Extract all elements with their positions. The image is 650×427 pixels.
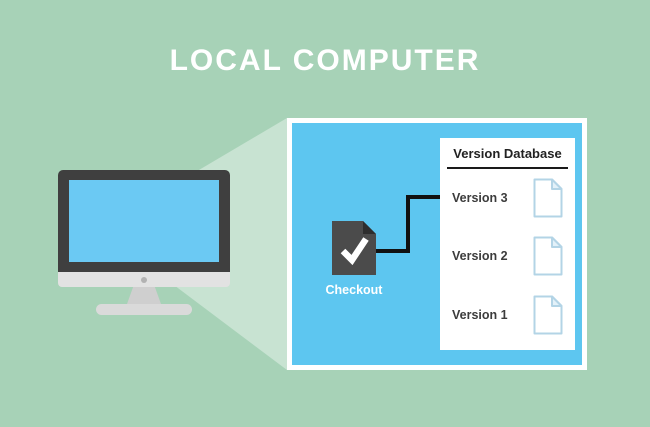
- monitor-stand-base: [96, 304, 192, 315]
- version-database-title: Version Database: [447, 146, 568, 169]
- document-icon: [533, 178, 563, 218]
- version-database: Version Database Version 3 Version 2 Ver…: [440, 138, 575, 350]
- version-row: Version 1: [440, 286, 575, 344]
- version-label: Version 3: [452, 191, 508, 206]
- version-label: Version 2: [452, 249, 508, 264]
- version-label: Version 1: [452, 307, 508, 322]
- checkout-file-icon: [332, 221, 376, 275]
- computer-monitor-illustration: [58, 170, 230, 316]
- monitor-bezel: [58, 170, 230, 272]
- page-fold: [551, 236, 563, 249]
- checkmark-icon: [340, 237, 369, 266]
- version-row: Version 2: [440, 227, 575, 285]
- monitor-stand-neck: [127, 287, 161, 304]
- page-fold: [551, 295, 563, 307]
- monitor-chin: [58, 272, 230, 287]
- version-row: Version 3: [440, 169, 575, 227]
- page-fold: [363, 221, 376, 234]
- monitor-screen: [69, 180, 219, 262]
- page-fold: [551, 178, 563, 191]
- checkout-label: Checkout: [325, 283, 383, 297]
- working-copy-panel: Checkout Version Database Version 3 Vers…: [287, 118, 587, 370]
- document-icon: [533, 236, 563, 276]
- document-icon: [533, 295, 563, 335]
- checkout-connector-line: [372, 195, 444, 253]
- monitor-logo-dot: [141, 277, 147, 283]
- checkout-group: Checkout: [324, 219, 384, 297]
- diagram-title: LOCAL COMPUTER: [169, 44, 481, 77]
